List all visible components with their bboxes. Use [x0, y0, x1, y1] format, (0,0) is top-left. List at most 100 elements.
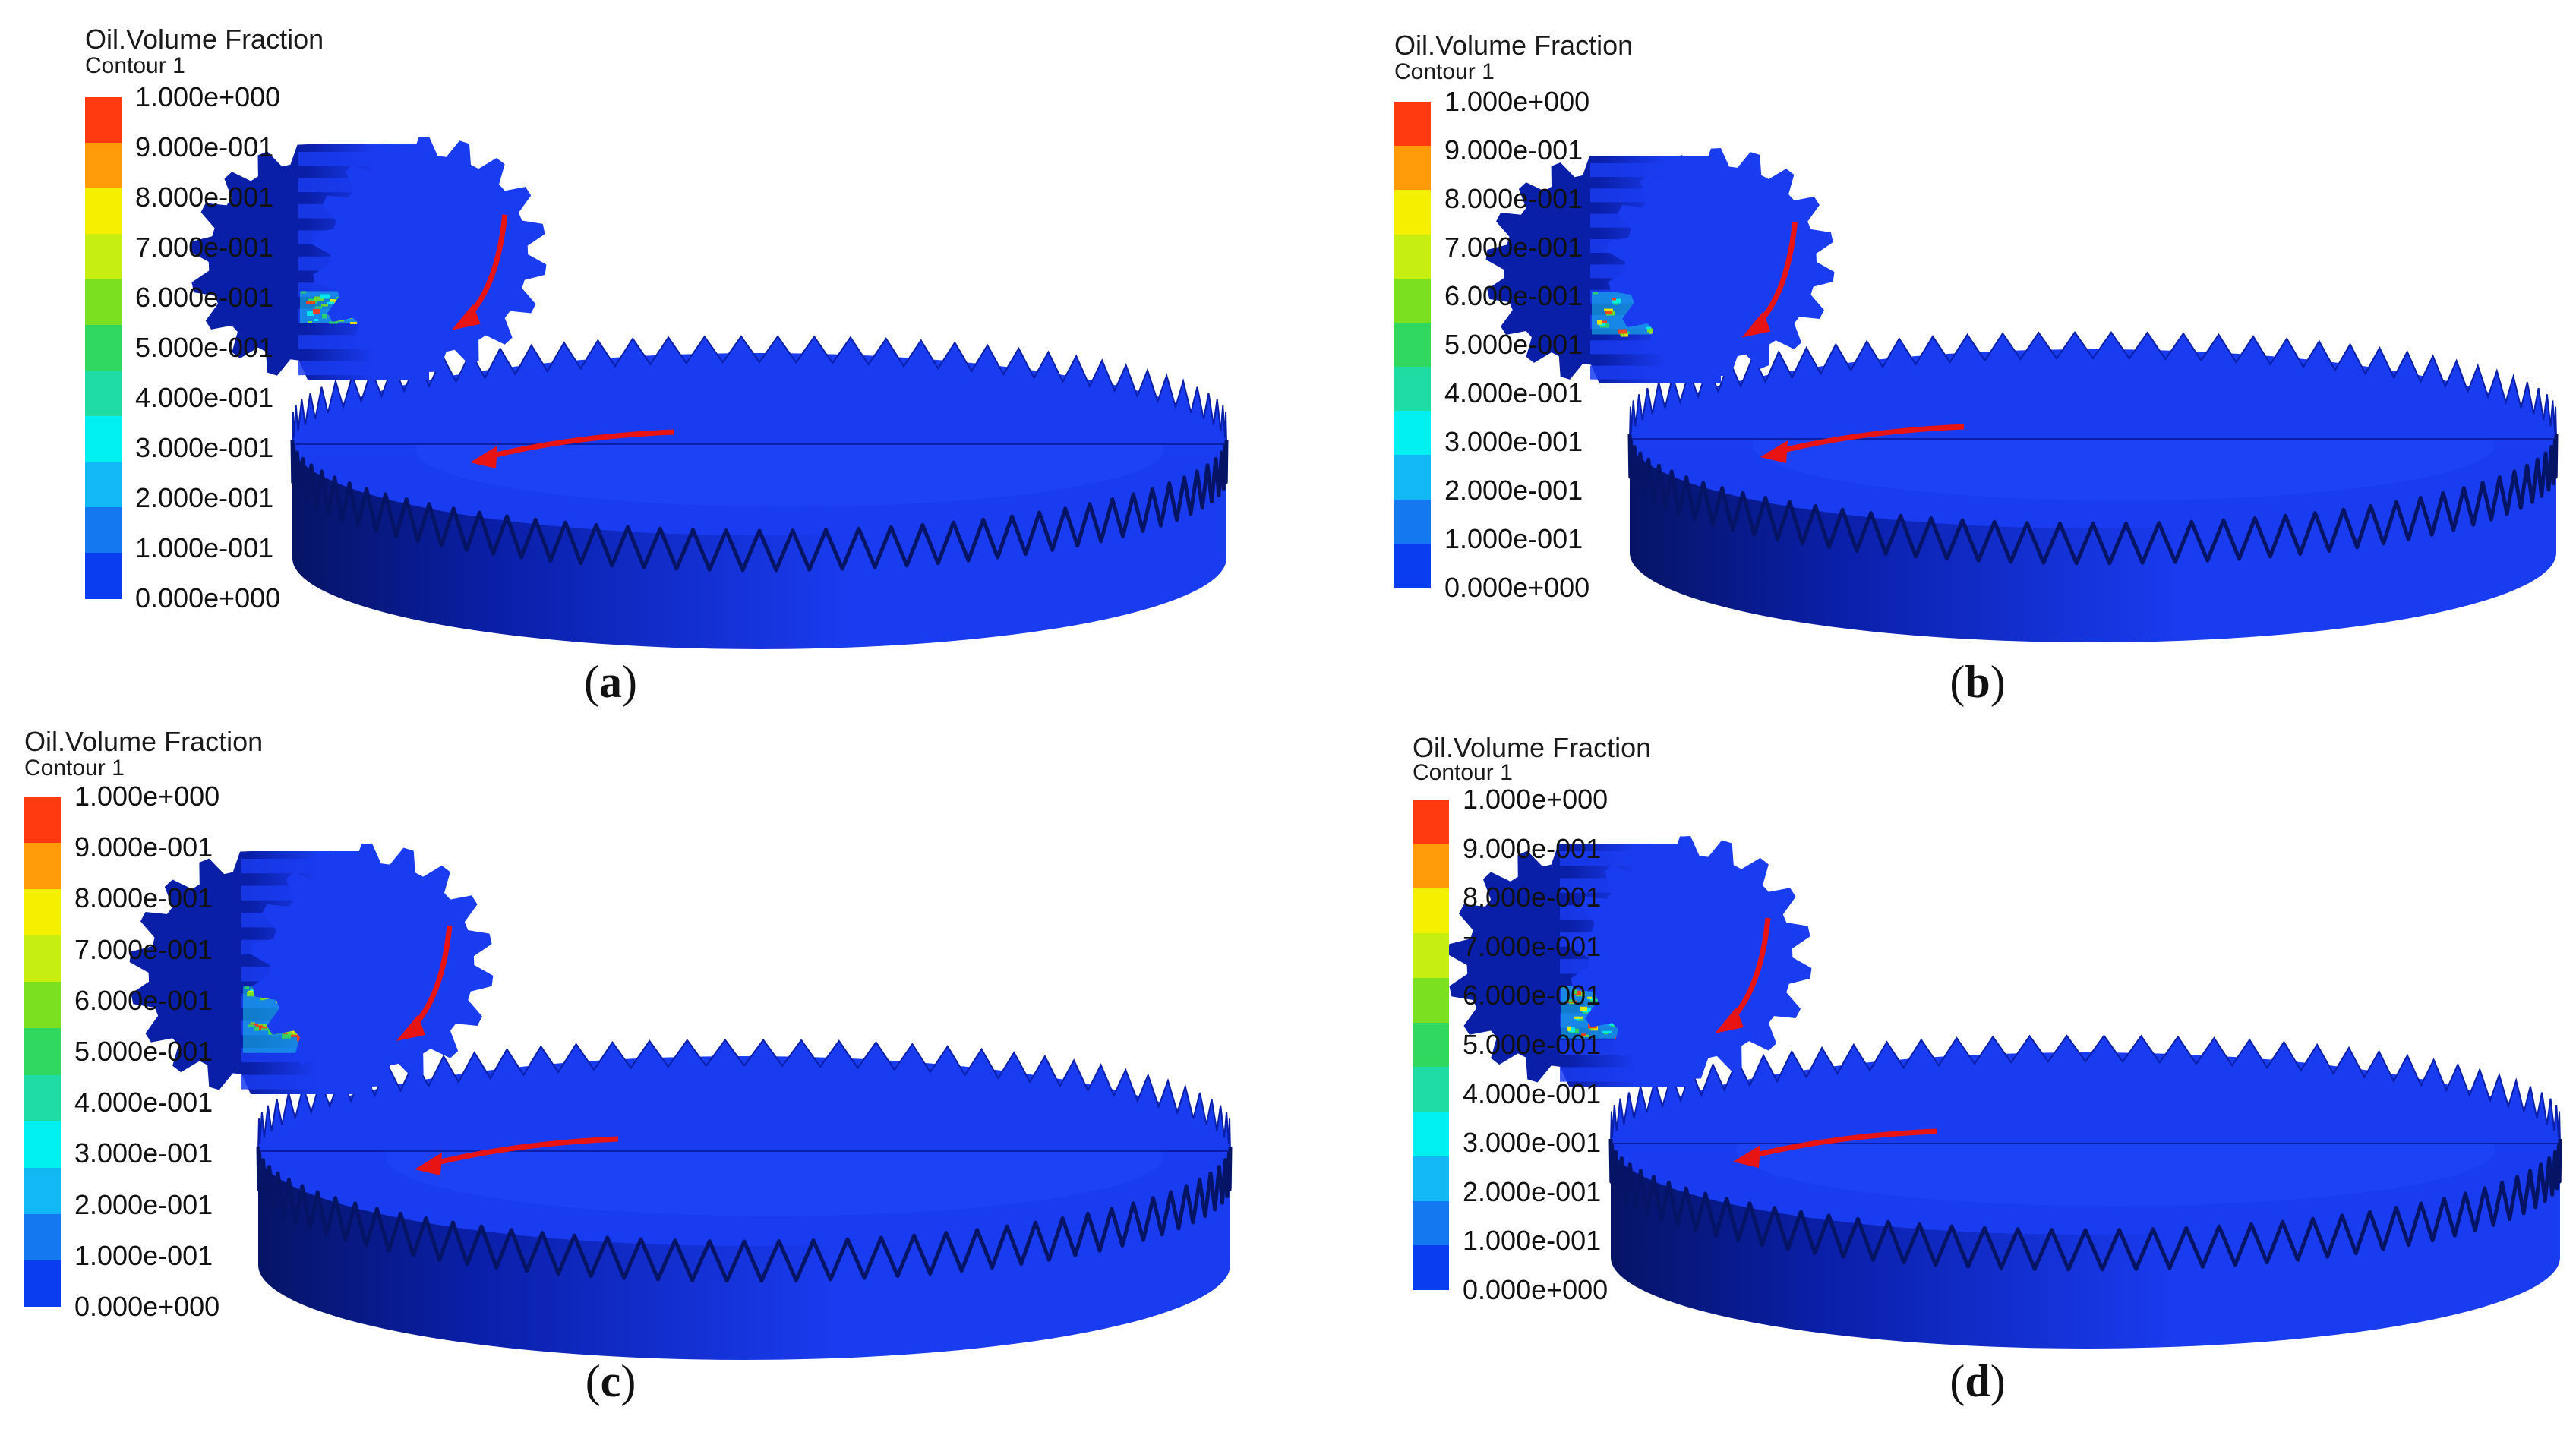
colorbar-label: 7.000e-001 [135, 232, 274, 263]
colorbar [24, 797, 61, 1308]
legend-title: Oil.Volume Fraction [24, 726, 264, 757]
caption-c: (c) [585, 1356, 636, 1406]
colorbar-label: 6.000e-001 [1444, 280, 1583, 311]
colorbar-segment [1394, 455, 1431, 500]
colorbar-segment [85, 325, 122, 371]
colorbar-segment [24, 982, 61, 1029]
colorbar-segment [24, 1121, 61, 1169]
colorbar-label: 4.000e-001 [1463, 1077, 1602, 1109]
oil-speck [1580, 1006, 1587, 1011]
colorbar-segment [1394, 411, 1431, 456]
colorbar-segment [1394, 367, 1431, 412]
ring-gear-front-teeth [256, 1146, 1233, 1283]
oil-speck [1581, 1033, 1586, 1036]
oil-speck [1577, 1018, 1583, 1021]
pinion-arrow-head [396, 1015, 425, 1041]
colorbar-segment [1413, 1156, 1449, 1202]
colorbar-label: 7.000e-001 [74, 933, 213, 965]
pinion-tooth-ridge [1590, 365, 1712, 380]
colorbar-label: 1.000e-001 [74, 1239, 213, 1271]
ring-gear-back-teeth [1609, 1034, 2562, 1144]
colorbar [1413, 800, 1449, 1291]
legend-title: Oil.Volume Fraction [1394, 30, 1634, 61]
oil-speck [1567, 1026, 1571, 1031]
oil-speck [293, 1032, 300, 1035]
colorbar-segment [24, 1167, 61, 1215]
legend-subtitle: Contour 1 [85, 53, 185, 78]
colorbar-segment [1394, 278, 1431, 323]
oil-speck [1563, 986, 1567, 989]
pinion-front-face [1607, 148, 1835, 376]
colorbar-label: 3.000e-001 [1444, 426, 1583, 457]
oil-speck [1593, 292, 1598, 295]
colorbar-label: 6.000e-001 [1463, 979, 1602, 1011]
oil-speck [1583, 1034, 1589, 1037]
colorbar-segment [24, 935, 61, 983]
oil-speck [301, 291, 306, 294]
panel-a: Oil.Volume Fraction Contour 1 (a) 1.000e… [0, 0, 1288, 714]
colorbar-label: 0.000e+000 [135, 582, 281, 614]
oil-speck [1566, 999, 1573, 1002]
oil-speck [1612, 298, 1616, 301]
oil-speck [308, 298, 317, 304]
colorbar [85, 97, 122, 599]
pinion-arrow-head [1715, 1008, 1744, 1033]
colorbar-segment [1413, 1112, 1449, 1157]
oil-speck [1587, 996, 1592, 999]
colorbar-label: 2.000e-001 [1463, 1175, 1602, 1207]
colorbar-segment [85, 97, 122, 144]
legend-title: Oil.Volume Fraction [85, 24, 324, 55]
ring-gear-front-teeth [1608, 1138, 2562, 1272]
colorbar-label: 8.000e-001 [1463, 882, 1602, 913]
oil-speck [264, 1026, 271, 1029]
oil-speck [1618, 329, 1627, 334]
colorbar-segment [1413, 933, 1449, 979]
colorbar-label: 5.000e-001 [135, 332, 274, 363]
colorbar-label: 8.000e-001 [74, 882, 213, 914]
oil-speck [1573, 989, 1577, 995]
colorbar-segment [24, 797, 61, 844]
colorbar-segment [1394, 146, 1431, 191]
ring-arrow-head [1760, 440, 1788, 463]
colorbar-label: 1.000e+000 [135, 81, 281, 112]
colorbar-label: 1.000e+000 [74, 781, 220, 812]
colorbar-segment [1413, 800, 1449, 845]
colorbar-label: 2.000e-001 [74, 1188, 213, 1220]
caption-b: (b) [1949, 657, 2006, 707]
pinion-arrow-head [1741, 311, 1771, 338]
oil-speck [350, 322, 357, 324]
legend-subtitle: Contour 1 [1394, 59, 1495, 84]
colorbar-segment [85, 234, 122, 280]
gear-scene [129, 844, 1233, 1360]
oil-speck [1568, 1027, 1575, 1033]
colorbar-label: 2.000e-001 [1444, 475, 1583, 506]
colorbar-label: 4.000e-001 [74, 1087, 213, 1118]
colorbar-segment [1394, 499, 1431, 544]
colorbar-segment [24, 843, 61, 890]
oil-speck [260, 995, 265, 1001]
oil-speck [308, 321, 312, 323]
oil-speck [1597, 320, 1602, 325]
colorbar-segment [85, 462, 122, 508]
colorbar-label: 3.000e-001 [1463, 1127, 1602, 1159]
colorbar-segment [85, 416, 122, 462]
ring-rotation-arrow [483, 429, 674, 461]
oil-speck [330, 299, 336, 304]
colorbar-label: 9.000e-001 [1444, 134, 1583, 166]
colorbar-label: 2.000e-001 [135, 482, 274, 513]
oil-speck [282, 1033, 291, 1039]
oil-speck [245, 986, 249, 989]
gear-scene [1447, 836, 2562, 1349]
colorbar-label: 9.000e-001 [74, 831, 213, 863]
pinion-front-face [311, 137, 547, 372]
colorbar-segment [24, 1074, 61, 1122]
panel-c: Oil.Volume Fraction Contour 1 (c) 1.000e… [0, 714, 1288, 1429]
colorbar-label: 5.000e-001 [1463, 1029, 1602, 1060]
oil-speck [1574, 990, 1581, 995]
ring-gear-front-teeth [290, 439, 1229, 573]
oil-speck [1647, 327, 1656, 333]
colorbar-label: 6.000e-001 [135, 282, 274, 313]
oil-speck [261, 1028, 270, 1031]
colorbar-segment [85, 553, 122, 599]
colorbar-label: 3.000e-001 [135, 432, 274, 463]
